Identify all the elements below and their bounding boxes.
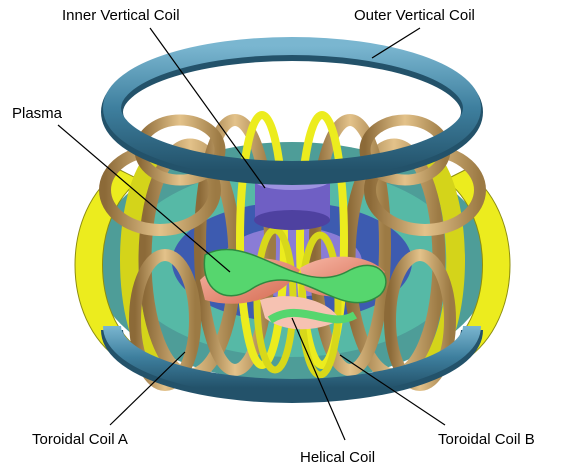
label-inner-vertical-coil: Inner Vertical Coil (62, 7, 180, 24)
label-plasma: Plasma (12, 105, 63, 122)
label-toroidal-coil-b: Toroidal Coil B (438, 431, 535, 448)
label-outer-vertical-coil: Outer Vertical Coil (354, 7, 475, 24)
label-helical-coil: Helical Coil (300, 449, 375, 466)
label-toroidal-coil-a: Toroidal Coil A (32, 431, 128, 448)
